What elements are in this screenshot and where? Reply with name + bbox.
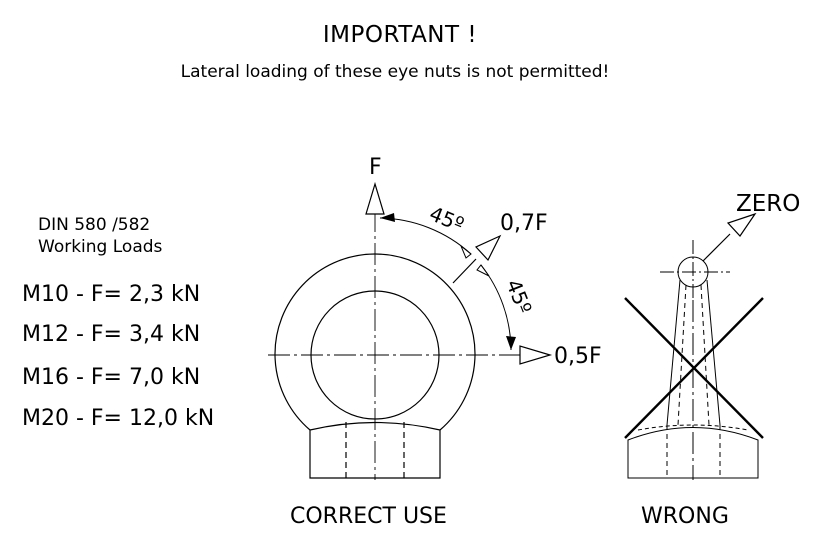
- load-item-m20: M20 - F= 12,0 kN: [22, 406, 215, 431]
- warning-subtitle: Lateral loading of these eye nuts is not…: [180, 62, 610, 82]
- arc-tick-mid-1: [460, 245, 472, 259]
- force-arrow-horizontal: [519, 345, 553, 365]
- diagonal-force-label: 0,7F: [500, 211, 548, 236]
- wrong-eye-nut: [627, 240, 759, 480]
- zero-force-label: ZERO: [736, 191, 800, 217]
- wrong-force-arrow: [702, 212, 757, 262]
- correct-use-caption: CORRECT USE: [290, 504, 447, 529]
- arc-tick-upper: [380, 213, 395, 222]
- arc-tick-mid-2: [476, 264, 490, 277]
- wrong-cross-mark: [624, 297, 764, 439]
- standard-label: DIN 580 /582 Working Loads: [38, 214, 162, 258]
- correct-eye-nut: [268, 210, 520, 480]
- load-item-m10: M10 - F= 2,3 kN: [22, 282, 201, 307]
- nut-base: [309, 421, 441, 479]
- load-item-m16: M16 - F= 7,0 kN: [22, 365, 201, 390]
- arc-tick-lower: [506, 336, 516, 350]
- wrong-caption: WRONG: [641, 504, 729, 529]
- force-label: F: [369, 155, 382, 180]
- load-item-m12: M12 - F= 3,4 kN: [22, 322, 201, 347]
- wrong-nut-base: [627, 427, 759, 479]
- force-arrow-vertical: [365, 181, 385, 215]
- force-arrow-diagonal: [452, 234, 502, 284]
- angle-label-upper: 45º: [426, 201, 467, 236]
- lateral-force-label: 0,5F: [554, 344, 602, 369]
- working-loads-label: Working Loads: [38, 237, 163, 257]
- standard-name: DIN 580 /582: [38, 215, 151, 235]
- page-title: IMPORTANT !: [322, 22, 478, 48]
- angle-label-lower: 45º: [501, 276, 536, 317]
